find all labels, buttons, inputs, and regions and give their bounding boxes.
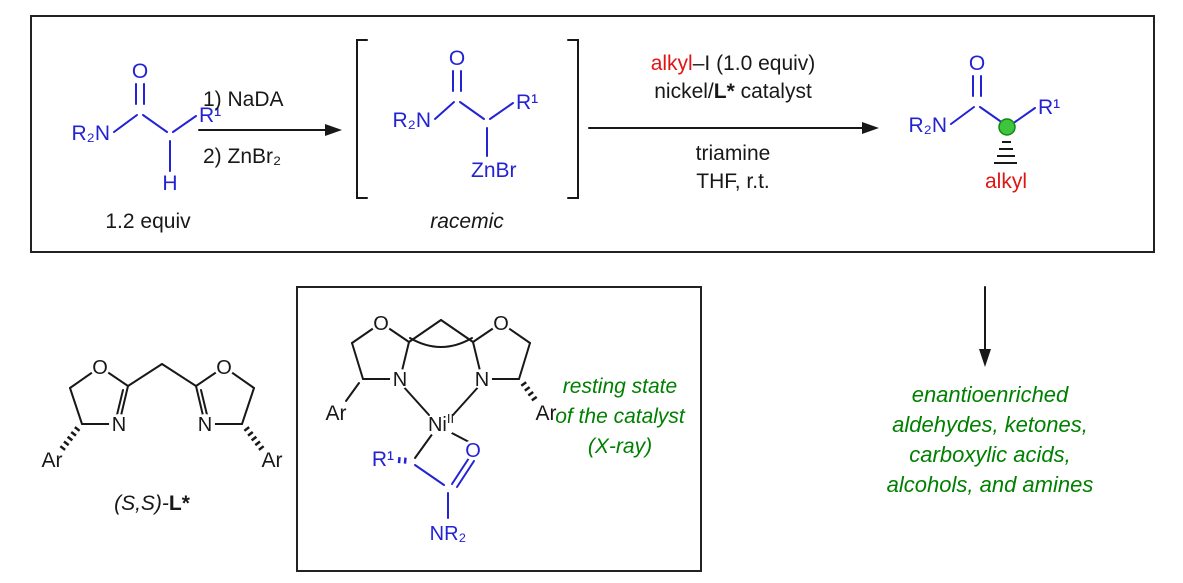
arrowhead-icon: [979, 349, 991, 367]
outcome-line-1: enantioenriched: [911, 382, 1069, 407]
substrate-r1-label: R¹: [199, 104, 221, 127]
resting-state-caption: resting state of the catalyst (X-ray): [536, 372, 704, 462]
right-bracket: [567, 39, 579, 199]
substrate-h-label: H: [162, 172, 177, 195]
complex-ar-left-label: Ar: [326, 402, 347, 425]
zinc-intermediate-structure: R₂N O R¹ ZnBr racemic: [356, 39, 579, 233]
caption-line-3: (X-ray): [587, 435, 653, 458]
ligand-structure: O O N N Ar Ar (S,S)-L*: [42, 357, 283, 515]
ligand-n-right-label: N: [198, 414, 212, 436]
complex-ar-right-label: Ar: [536, 402, 557, 425]
intermediate-bonds: [434, 70, 514, 157]
ligand-name: (S,S)-L*: [114, 492, 191, 515]
left-bracket: [356, 39, 368, 199]
ligand-ar-right-label: Ar: [262, 449, 283, 472]
step2-arrow: alkyl–I (1.0 equiv) nickel/L* catalyst t…: [588, 52, 879, 193]
outcome-arrow: [979, 286, 991, 367]
r1-hash-bond: [397, 457, 411, 464]
outcome-line-2: aldehydes, ketones,: [892, 412, 1088, 437]
product-structure: R₂N O R¹ alkyl: [909, 52, 1061, 193]
intermediate-znbr-label: ZnBr: [471, 159, 517, 182]
caption-line-1: resting state: [562, 375, 678, 398]
complex-amide-o-label: O: [465, 440, 481, 462]
outcome-line-3: carboxylic acids,: [909, 442, 1071, 467]
arrowhead-icon: [862, 122, 879, 134]
ligand-n-left-label: N: [112, 414, 126, 436]
racemic-label: racemic: [430, 210, 504, 233]
intermediate-amide-n-label: R₂N: [393, 109, 431, 132]
product-carbonyl-o-label: O: [969, 52, 985, 75]
intermediate-r1-label: R¹: [516, 91, 538, 114]
resting-state-box: [296, 286, 702, 572]
substrate-carbonyl-o-label: O: [132, 60, 148, 83]
substrate-amide-n-label: R₂N: [72, 122, 110, 145]
outcome-line-4: alcohols, and amines: [886, 472, 1094, 497]
complex-r1-label: R¹: [372, 448, 394, 471]
product-r1-label: R¹: [1038, 96, 1060, 119]
alkyl-iodide-reagent: alkyl–I (1.0 equiv): [651, 52, 816, 75]
ligand-ar-left-label: Ar: [42, 449, 63, 472]
step1-arrow: 1) NaDA 2) ZnBr₂: [198, 88, 342, 168]
complex-n-right-label: N: [475, 369, 489, 391]
step1-reagent-1: 1) NaDA: [203, 88, 284, 111]
complex-n-left-label: N: [393, 369, 407, 391]
label-masks: [90, 357, 234, 434]
complex-o-left-label: O: [373, 313, 389, 335]
substrate-equiv-label: 1.2 equiv: [105, 210, 191, 233]
ligand-o-right-label: O: [216, 357, 232, 379]
product-amide-n-label: R₂N: [909, 114, 947, 137]
outcome-text: enantioenriched aldehydes, ketones, carb…: [795, 380, 1183, 500]
arrowhead-icon: [325, 124, 342, 136]
complex-o-right-label: O: [493, 313, 509, 335]
ar-hash-wedge-right: [520, 381, 539, 403]
solvent-label: THF, r.t.: [696, 170, 770, 193]
catalyst-line: nickel/L* catalyst: [654, 80, 812, 103]
ar-hash-wedge-left: [59, 426, 81, 451]
product-bonds: [950, 75, 1036, 125]
nickel-center-label: NiII: [428, 411, 454, 436]
substrate-bonds: [113, 83, 197, 172]
intermediate-carbonyl-o-label: O: [449, 47, 465, 70]
hashed-wedge-bond: [994, 141, 1017, 164]
delocalization-arc: [409, 337, 473, 348]
step1-reagent-2: 2) ZnBr₂: [203, 145, 281, 168]
stereocenter-highlight: [998, 118, 1016, 136]
product-alkyl-label: alkyl: [985, 170, 1027, 193]
ar-hash-wedge-right: [243, 426, 265, 451]
top-reaction-box: [30, 15, 1155, 253]
triamine-label: triamine: [696, 142, 771, 165]
caption-line-2: of the catalyst: [555, 405, 685, 428]
label-masks: [371, 313, 511, 460]
ligand-o-left-label: O: [92, 357, 108, 379]
substrate-structure: R₂N O R¹ H 1.2 equiv: [72, 60, 222, 233]
complex-nr2-label: NR₂: [430, 523, 467, 545]
nickel-complex-structure: O O N N Ar Ar NiII R¹ O NR₂: [326, 313, 557, 545]
